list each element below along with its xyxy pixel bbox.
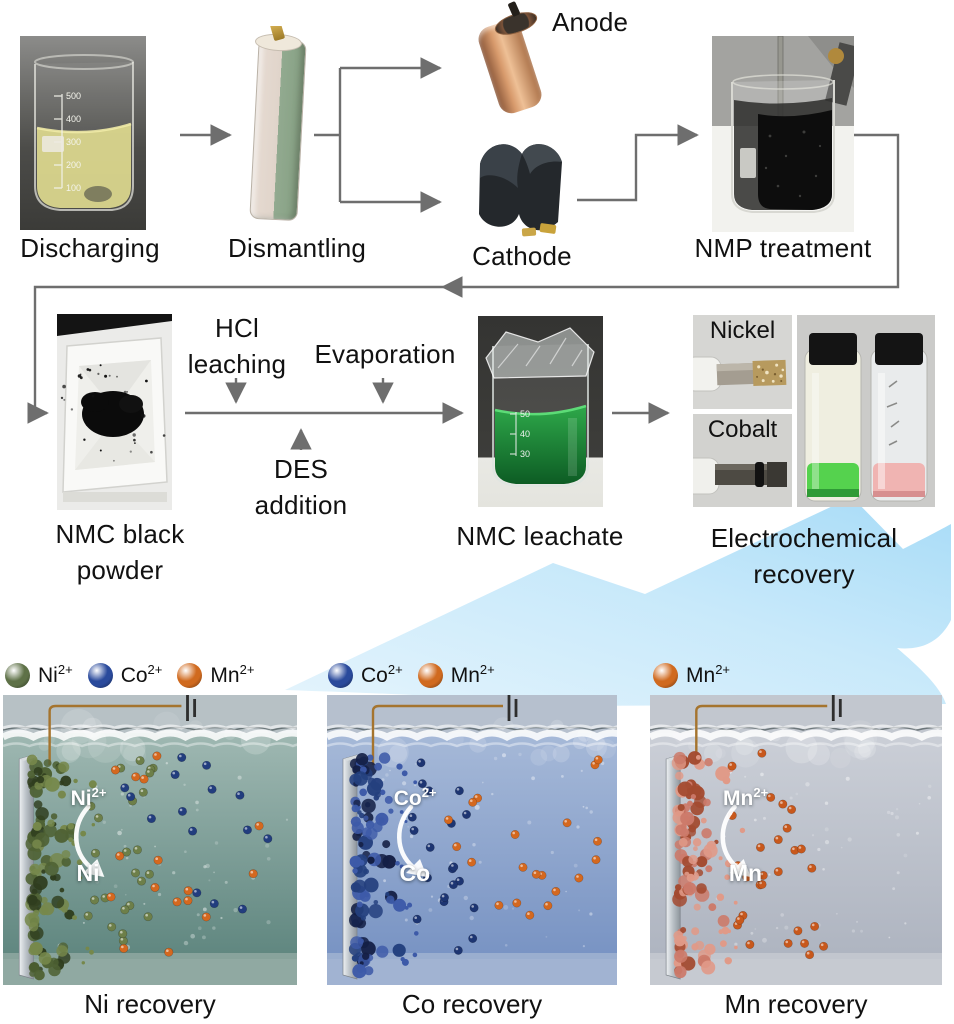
photo-anode-roll [470, 0, 552, 124]
legend-ion-text: Mn2+ [686, 662, 731, 687]
legend-item-mn: Mn2+ [417, 662, 495, 688]
svg-text:50: 50 [520, 409, 530, 419]
legend-mn-panel: Mn2+ [653, 660, 730, 690]
caption-mn-recovery: Mn recovery [724, 989, 868, 1019]
battery-body [249, 38, 307, 222]
photo-nmc-leachate: 50 40 30 [478, 316, 603, 507]
photo-nickel-electrode: Nickel [693, 315, 792, 409]
co-ion-sphere [87, 662, 113, 688]
mn-ion-label: Mn2+ [723, 784, 769, 810]
ni-ion-label: Ni2+ [70, 784, 107, 810]
photo-discharging-beaker: 500 400 300 200 100 [20, 36, 146, 230]
photo-nmp-treatment [712, 36, 854, 232]
co-ion-label: Co2+ [393, 784, 437, 810]
panel-co-recovery: Co2+ Co [327, 695, 617, 985]
panel-mn-recovery: Mn2+ Mn [650, 695, 942, 985]
svg-text:300: 300 [66, 137, 81, 147]
legend-co-panel: Co2+ Mn2+ [328, 660, 495, 690]
legend-ion-text: Co2+ [120, 662, 163, 687]
ni-ion-sphere [5, 662, 30, 688]
legend-item-mn: Mn2+ [177, 662, 254, 688]
label-anode: Anode [552, 7, 629, 37]
beaker-tick-labels: 500 400 300 200 100 [66, 91, 81, 193]
photo-cobalt-electrode: Cobalt [693, 414, 792, 507]
photo-battery-cell [242, 26, 314, 228]
svg-text:30: 30 [520, 449, 530, 459]
label-discharging: Discharging [20, 233, 160, 263]
ni-cell-art [3, 695, 297, 985]
label-dismantling: Dismantling [227, 233, 367, 263]
legend-item-mn: Mn2+ [653, 662, 730, 688]
mn-ion-sphere [653, 662, 678, 688]
legend-ion-text: Mn2+ [210, 662, 255, 687]
photo-product-vials [797, 315, 935, 507]
legend-item-co: Co2+ [328, 662, 403, 688]
legend-ion-text: Ni2+ [38, 662, 73, 687]
cobalt-label: Cobalt [707, 416, 778, 443]
svg-text:400: 400 [66, 114, 81, 124]
legend-ion-text: Co2+ [361, 662, 403, 687]
mn-cell-art [650, 695, 942, 985]
mn-ion-sphere [417, 662, 443, 688]
caption-co-recovery: Co recovery [401, 989, 543, 1019]
label-nmc-leachate: NMC leachate [456, 521, 624, 551]
svg-text:100: 100 [66, 183, 81, 193]
legend-item-ni: Ni2+ [5, 662, 73, 688]
caption-ni-recovery: Ni recovery [84, 989, 216, 1019]
legend-ni-panel: Ni2+ Co2+ Mn2+ [5, 660, 254, 690]
panel-ni-recovery: Ni2+ Ni [3, 695, 297, 985]
nickel-label: Nickel [709, 317, 776, 344]
ni-metal-label: Ni [76, 860, 100, 887]
photo-cathode-sheet [466, 126, 572, 242]
co-ion-sphere [328, 662, 353, 688]
co-cell-art [327, 695, 617, 985]
svg-text:200: 200 [66, 160, 81, 170]
co-metal-label: Co [399, 860, 431, 887]
photo-nmc-black-powder [57, 314, 172, 510]
mn-ion-sphere [177, 662, 203, 688]
svg-text:500: 500 [66, 91, 81, 101]
legend-ion-text: Mn2+ [450, 662, 495, 687]
svg-text:40: 40 [520, 429, 530, 439]
mn-metal-label: Mn [728, 860, 763, 887]
legend-item-co: Co2+ [87, 662, 163, 688]
leachate-tick-labels: 50 40 30 [520, 409, 530, 459]
